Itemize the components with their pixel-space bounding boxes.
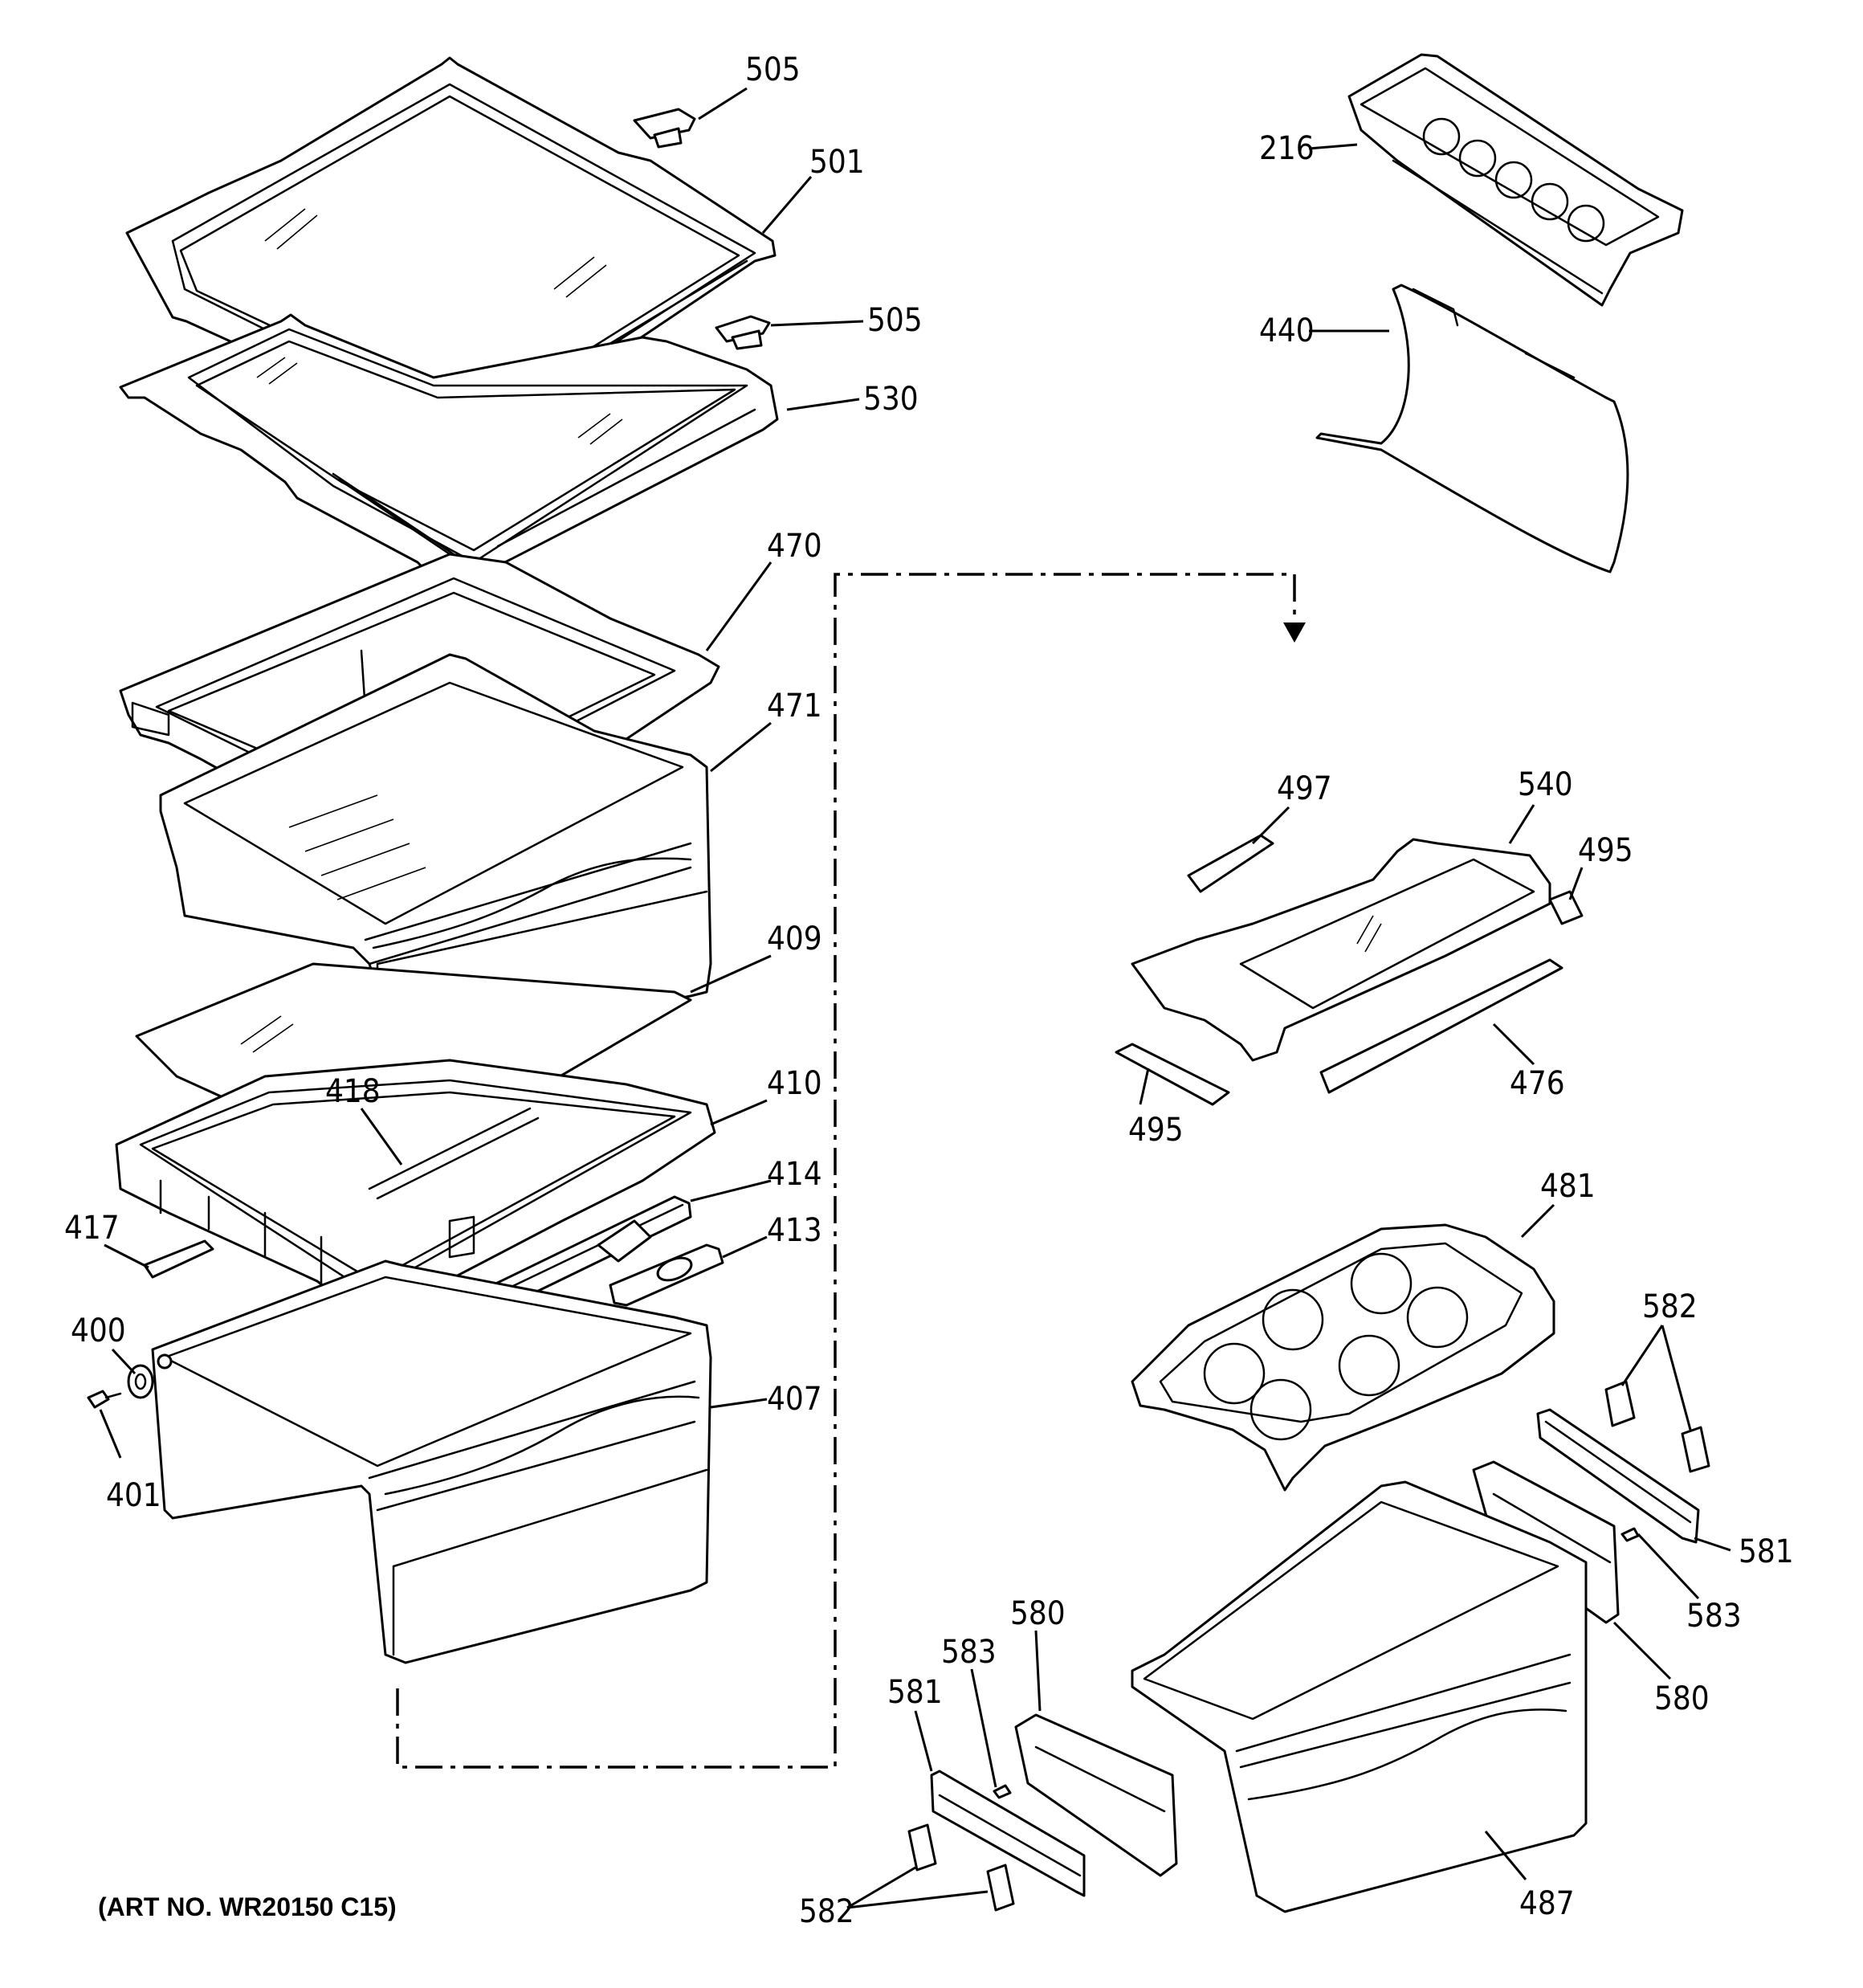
- callout-505-top: 505: [745, 51, 801, 88]
- clip-582-left-top: [907, 1823, 937, 1872]
- bin-216: [1347, 53, 1684, 307]
- callout-481: 481: [1540, 1168, 1596, 1205]
- screw-401: [87, 1390, 122, 1409]
- callout-583-left: 583: [941, 1634, 997, 1671]
- clip-582-right-bottom: [1681, 1426, 1710, 1473]
- callout-409: 409: [767, 921, 822, 957]
- callout-476: 476: [1510, 1065, 1565, 1102]
- pan-drawer-407: [151, 1259, 712, 1664]
- callout-413: 413: [767, 1212, 822, 1249]
- drawer-487: [1131, 1480, 1588, 1913]
- callout-400: 400: [71, 1312, 126, 1349]
- callout-numbers: 505 501 505 530 470 471 409 410 418 414 …: [64, 51, 1794, 1930]
- callout-471: 471: [767, 688, 822, 725]
- egg-tray-481: [1131, 1223, 1555, 1492]
- callout-487: 487: [1519, 1885, 1575, 1922]
- callout-497: 497: [1277, 770, 1332, 807]
- rail-581-left: [930, 1770, 1086, 1897]
- callout-470: 470: [767, 528, 822, 565]
- rail-495-right: [1548, 890, 1584, 925]
- callout-410: 410: [767, 1065, 822, 1102]
- leader-lines: [99, 87, 1731, 1909]
- strip-476: [1319, 958, 1563, 1094]
- clip-582-left-bottom: [986, 1863, 1015, 1912]
- callout-417: 417: [64, 1210, 120, 1247]
- connector-arrowhead: [1283, 623, 1306, 643]
- clip-582-right-top: [1604, 1380, 1636, 1427]
- screw-583-right: [1620, 1527, 1640, 1542]
- screw-583-left: [993, 1784, 1012, 1799]
- rail-581-right: [1536, 1408, 1700, 1544]
- dashed-connector: [396, 573, 1296, 1769]
- art-number: (ART NO. WR20150 C15): [98, 1892, 397, 1921]
- callout-530: 530: [863, 381, 919, 418]
- callout-580-left: 580: [1010, 1595, 1066, 1632]
- callout-582-right: 582: [1642, 1288, 1698, 1325]
- shelf-clip-505-top: [633, 108, 696, 149]
- roller-rod-413: [597, 1219, 724, 1307]
- callout-495-left: 495: [1128, 1112, 1184, 1149]
- callout-583-right: 583: [1686, 1598, 1742, 1635]
- callout-581-left: 581: [887, 1674, 943, 1711]
- slide-580-left: [1014, 1713, 1178, 1877]
- crisper-drawer-471: [159, 653, 712, 1054]
- callout-440: 440: [1259, 312, 1315, 349]
- callout-580-right: 580: [1654, 1680, 1710, 1717]
- callout-414: 414: [767, 1156, 822, 1193]
- part-497: [1187, 834, 1274, 893]
- callout-495-right: 495: [1578, 832, 1633, 869]
- shelf-clip-505-right: [715, 315, 771, 350]
- crisper-frame-410: [115, 1059, 716, 1319]
- callout-501: 501: [809, 144, 865, 181]
- callout-401: 401: [106, 1477, 161, 1514]
- callout-540: 540: [1518, 766, 1573, 803]
- rail-417: [143, 1239, 214, 1279]
- callout-216: 216: [1259, 130, 1315, 167]
- rail-495-left: [1115, 1043, 1230, 1106]
- curved-cover-440: [1315, 284, 1629, 574]
- callout-581-right: 581: [1739, 1533, 1794, 1570]
- callout-418: 418: [325, 1073, 381, 1110]
- shelf-frame-530: [119, 313, 779, 596]
- callout-505-right: 505: [867, 302, 923, 339]
- cover-540: [1131, 838, 1551, 1062]
- callout-582-left: 582: [799, 1893, 854, 1930]
- callout-407: 407: [767, 1381, 822, 1418]
